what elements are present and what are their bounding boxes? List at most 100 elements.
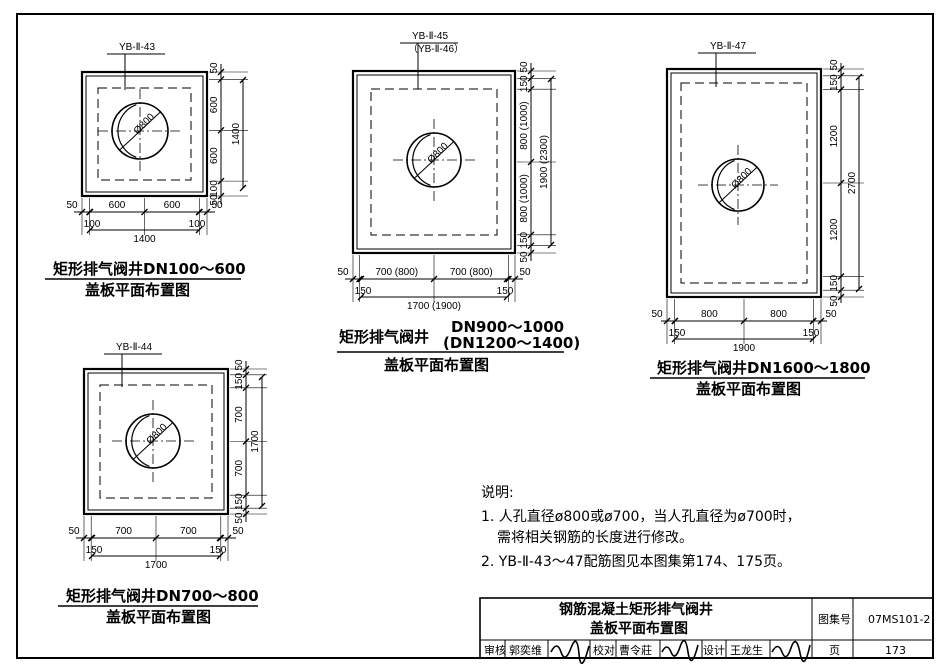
dim-tick <box>357 293 365 301</box>
dim-bottom-mid-p43-1: 1400 <box>133 234 156 245</box>
dim-tick <box>817 317 825 325</box>
subcaption-p45: 盖板平面布置图 <box>384 356 490 374</box>
dim-tick <box>837 273 845 280</box>
dim-tick <box>505 275 512 283</box>
dim-tick <box>242 371 250 379</box>
dim-tick <box>242 491 250 499</box>
signature-designer <box>771 640 811 663</box>
dim-tick <box>527 249 535 257</box>
dim-tick <box>671 317 679 325</box>
dim-tick <box>141 208 148 216</box>
dim-bottom-mid-p45-1: 1700 (1900) <box>407 301 461 312</box>
manhole-circle-p43 <box>111 102 169 160</box>
dim-right-p44-5: 50 <box>234 512 245 524</box>
subcaption-p44: 盖板平面布置图 <box>106 608 212 626</box>
caption-p43: 矩形排气阀井DN100～600 <box>53 260 246 278</box>
dim-tick <box>152 534 160 542</box>
manhole-arc-p47 <box>716 159 735 211</box>
dim-right-p47-4: 150 <box>829 275 840 292</box>
subcaption-p43: 盖板平面布置图 <box>85 281 191 299</box>
manhole-arc-p43 <box>117 104 137 158</box>
dim-right-p47-5: 50 <box>829 295 840 307</box>
diameter-line-p45 <box>413 140 455 180</box>
diameter-label-p47: Ø800 <box>729 166 754 191</box>
dim-right-p45-3: 800 (1000) <box>519 174 530 222</box>
signature-reviewer <box>550 640 590 664</box>
signature-checker <box>661 639 699 662</box>
dim-right-p43-1: 600 <box>209 96 220 113</box>
dim-bottom-mid-p47-2: 150 <box>803 328 820 339</box>
slab-inner-edge-p47 <box>670 72 818 294</box>
dim-bottom-p47-1: 800 <box>701 309 718 320</box>
dim-bottom-mid-p43-2: 100 <box>189 219 206 230</box>
dim-tick <box>242 384 250 392</box>
dim-tick <box>88 552 96 560</box>
dim-bottom-mid-p47-0: 150 <box>669 328 686 339</box>
dim-tick <box>527 67 535 75</box>
dim-tick <box>837 72 845 80</box>
dim-bottom-mid-p44-2: 150 <box>210 545 227 556</box>
dim-bottom-p43-3: 50 <box>211 200 223 211</box>
dim-tick <box>430 275 438 283</box>
dim-tick <box>527 85 535 93</box>
reviewer-name: 郭奕维 <box>509 644 542 657</box>
dim-tick <box>224 534 232 542</box>
dim-tick <box>837 286 845 294</box>
dim-tick <box>503 275 511 283</box>
dim-right-p47-2: 1200 <box>829 125 840 148</box>
dim-right-total-p47: 2700 <box>847 171 858 194</box>
dim-tick <box>503 293 511 301</box>
dim-tick <box>258 502 266 510</box>
dim-tick <box>547 75 555 83</box>
dim-bottom-p44-3: 50 <box>232 526 244 537</box>
slab-outline-p44 <box>82 367 230 516</box>
slab-inner-edge-p43 <box>85 75 204 193</box>
rebar-boundary-p45 <box>370 88 498 236</box>
dim-bottom-p47-2: 800 <box>770 309 787 320</box>
dim-tick <box>217 192 225 200</box>
caption-p45-b1: DN900～1000 <box>451 318 565 336</box>
dim-bottom-p45-2: 700 (800) <box>450 267 493 278</box>
dim-bottom-p45-0: 50 <box>337 267 349 278</box>
dim-tick <box>78 208 86 216</box>
slab-tag-p44: YB-Ⅱ-44 <box>116 342 152 353</box>
rebar-boundary-p47 <box>680 82 808 284</box>
dim-right-p43-2: 600 <box>209 147 220 164</box>
dim-tick <box>671 335 679 343</box>
dim-right-p44-2: 700 <box>234 406 245 423</box>
review-label: 审核 <box>484 644 506 657</box>
dim-right-p47-1: 150 <box>829 74 840 91</box>
caption-p44: 矩形排气阀井DN700～800 <box>66 587 259 605</box>
dim-tick <box>527 231 535 239</box>
dim-tick <box>242 438 250 445</box>
dim-tick <box>86 226 94 234</box>
dim-tick <box>809 317 817 325</box>
dim-bottom-mid-p44-0: 150 <box>86 545 103 556</box>
note-1: 1. 人孔直径ø800或ø700，当人孔直径为ø700时， <box>481 509 801 525</box>
manhole-arc-p45 <box>412 134 431 186</box>
designer-name: 王龙生 <box>730 644 763 657</box>
dim-tick <box>837 65 845 73</box>
dim-tick <box>239 184 247 192</box>
manhole-circle-p47 <box>711 158 765 212</box>
diameter-line-p44 <box>132 421 174 461</box>
dim-bottom-p44-1: 700 <box>115 526 132 537</box>
dim-tick <box>511 275 519 283</box>
dim-tick <box>242 365 250 373</box>
subcaption-p47: 盖板平面布置图 <box>696 380 802 398</box>
dim-tick <box>837 293 845 301</box>
dim-tick <box>80 534 88 542</box>
dim-right-p47-3: 1200 <box>829 218 840 241</box>
dim-bottom-p44-2: 700 <box>180 526 197 537</box>
notes-title: 说明: <box>481 485 514 501</box>
dim-right-p45-5: 50 <box>519 251 530 263</box>
dim-tick <box>855 285 863 293</box>
slab-tag-alt-p45: （YB-Ⅱ-46） <box>408 43 464 55</box>
dim-tick <box>663 317 671 325</box>
diameter-label-p43: Ø800 <box>132 111 157 136</box>
dim-tick <box>547 241 555 249</box>
dim-tick <box>88 534 96 542</box>
dim-tick <box>349 275 357 283</box>
dim-bottom-p47-3: 50 <box>825 309 837 320</box>
title-block-title-1: 钢筋混凝土矩形排气阀井 <box>559 602 713 618</box>
